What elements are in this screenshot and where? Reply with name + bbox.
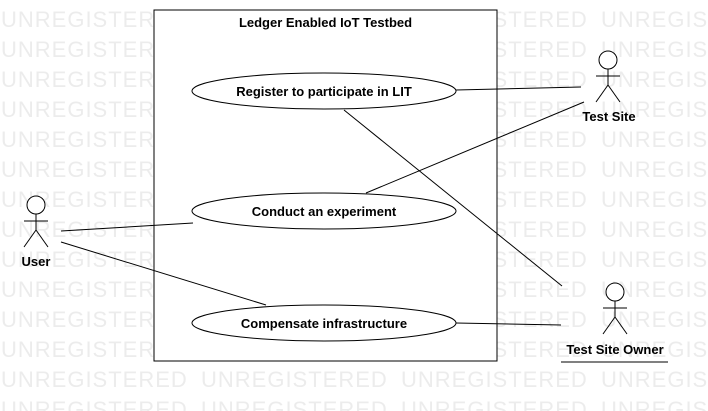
watermark-text: UNREGISTERED [601,217,708,242]
actor-test-site-owner[interactable]: Test Site Owner [561,282,668,363]
watermark-text: UNREGISTERED [201,367,388,392]
watermark-text: UNREGISTERED [601,37,708,62]
watermark-text: UNREGISTERED [1,367,188,392]
watermark-text: UNREGISTERED [201,397,388,411]
association-register-test-site-owner [343,109,563,287]
use-case-register-label: Register to participate in LIT [236,84,412,99]
stick-figure-icon [595,50,621,103]
system-title: Ledger Enabled IoT Testbed [239,15,412,30]
use-case-conduct-label: Conduct an experiment [252,204,397,219]
stick-figure-icon [602,282,628,335]
watermark-text: UNREGISTERED [601,367,708,392]
association-user-conduct [60,222,194,232]
system-boundary[interactable] [153,9,498,362]
watermark-text: UNREGISTERED [601,127,708,152]
association-user-compensate [60,241,267,306]
actor-user-label: User [22,254,51,269]
watermark-text: UNREGISTERED [601,247,708,272]
association-conduct-test-site [365,101,585,194]
watermark-text: UNREGISTERED [601,157,708,182]
stick-figure-icon [23,195,49,248]
watermark-text: UNREGISTERED [401,397,588,411]
watermark-text: UNREGISTERED [601,307,708,332]
actor-test-site-label: Test Site [582,109,635,124]
association-register-test-site [455,86,582,91]
actor-test-site-owner-label: Test Site Owner [566,342,663,357]
watermark-text: UNREGISTERED [1,397,188,411]
actor-test-site[interactable]: Test Site [582,50,636,124]
use-case-compensate[interactable]: Compensate infrastructure [191,304,457,342]
association-compensate-test-site-owner [455,322,562,326]
watermark-text: UNREGISTERED [601,67,708,92]
watermark-text: UNREGISTERED [601,7,708,32]
use-case-compensate-label: Compensate infrastructure [241,316,407,331]
watermark-text: UNREGISTERED [601,337,708,362]
watermark-text: UNREGISTERED [601,187,708,212]
use-case-register[interactable]: Register to participate in LIT [191,72,457,110]
watermark-text: UNREGISTERED [401,367,588,392]
use-case-conduct[interactable]: Conduct an experiment [191,192,457,230]
watermark-text: UNREGISTERED [601,397,708,411]
actor-user[interactable]: User [22,195,51,269]
